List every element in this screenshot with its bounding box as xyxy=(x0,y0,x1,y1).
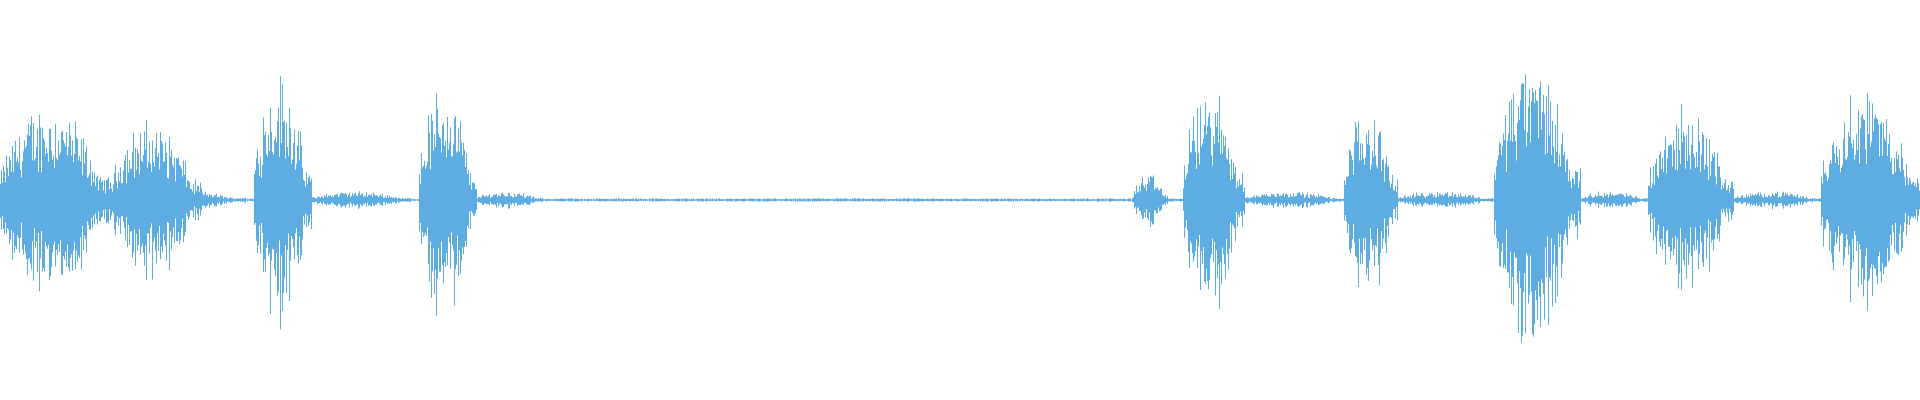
waveform-bars xyxy=(0,74,1920,343)
